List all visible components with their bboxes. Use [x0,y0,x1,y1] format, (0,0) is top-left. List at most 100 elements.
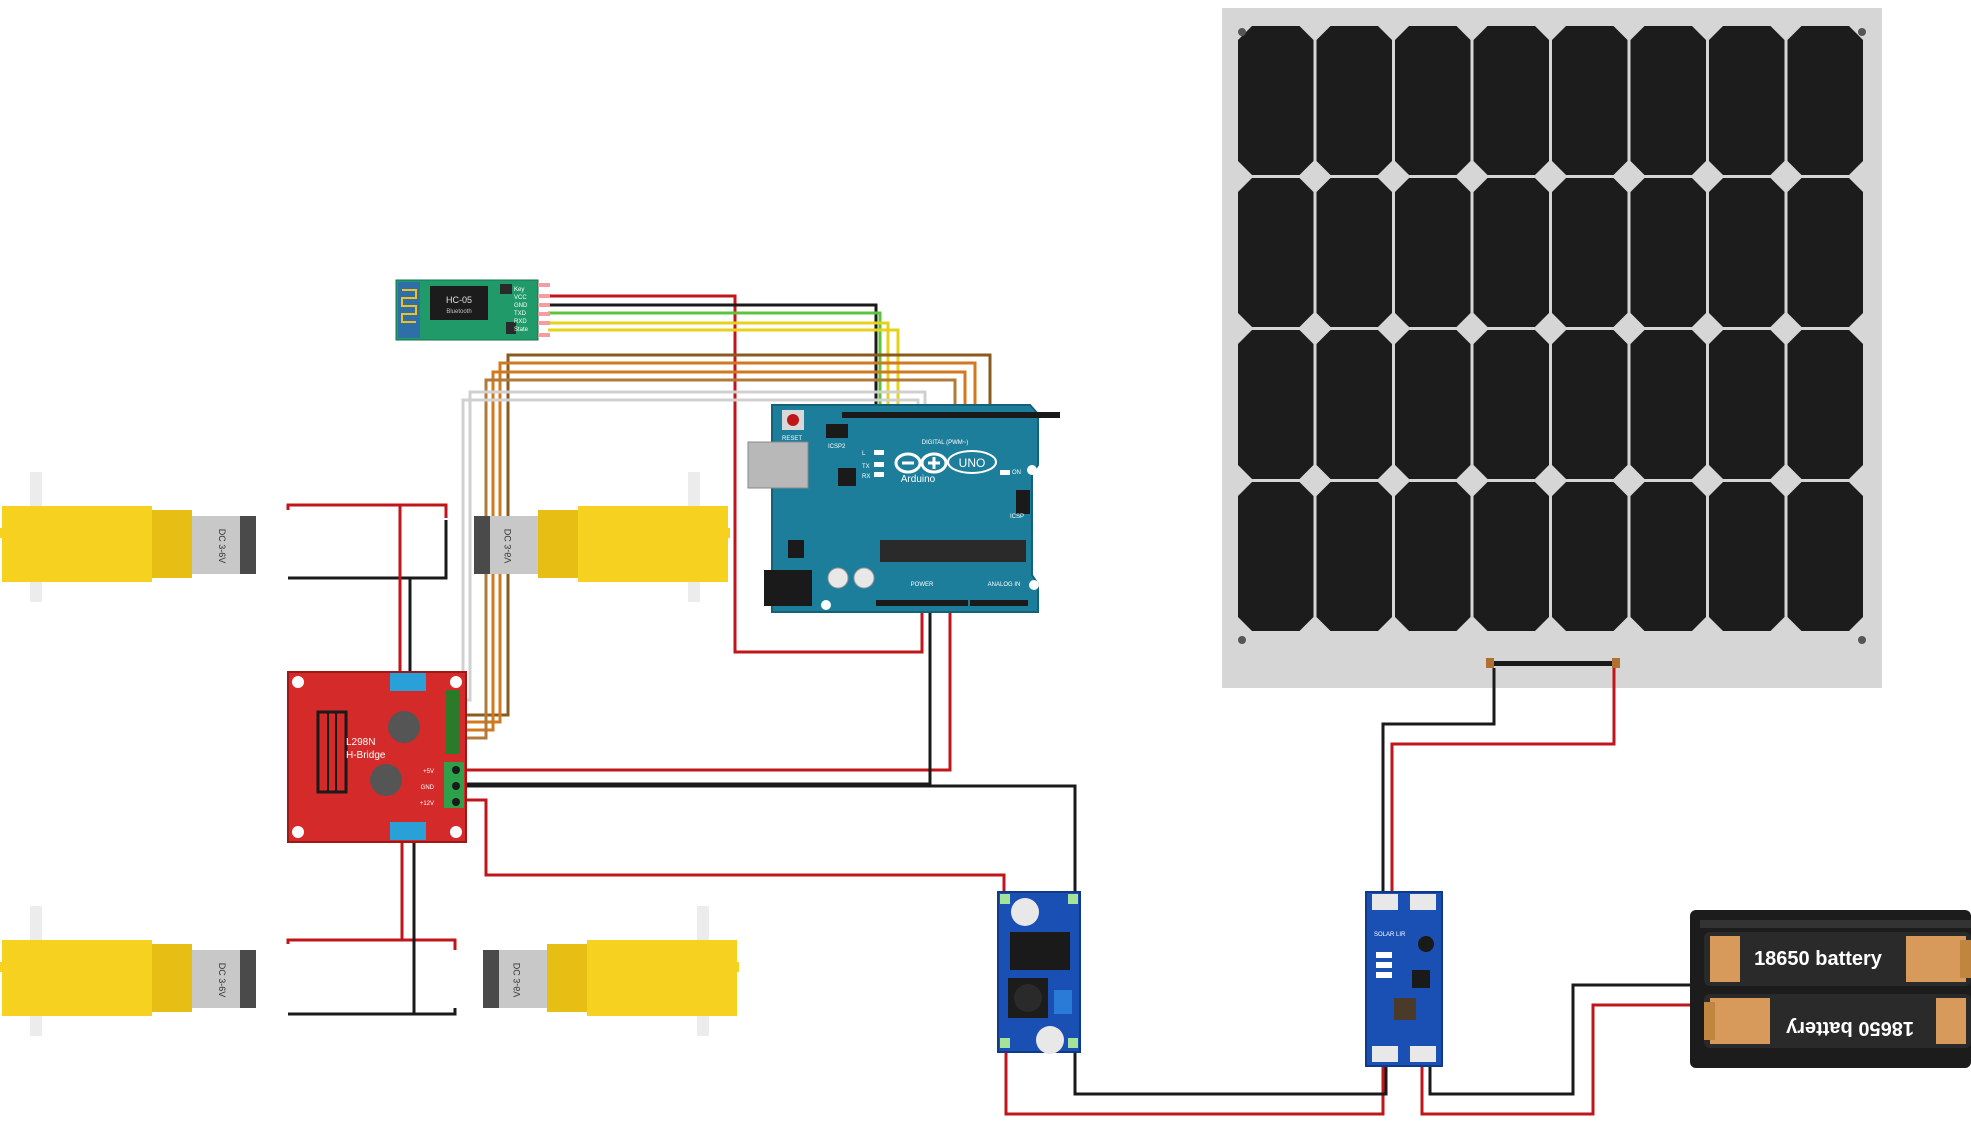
wire-motor-bl-red [286,938,457,950]
wire-5v [466,612,952,772]
motor-label: DC 3-6V [217,963,227,998]
wire-motor-tl-black [288,520,448,580]
battery-cell-1-label: 18650 battery [1754,948,1883,970]
solar-cell [1787,26,1863,175]
solar-cell [1473,482,1549,631]
buck-converter [997,891,1081,1054]
solar-cell [1709,26,1785,175]
solar-module-label: SOLAR LIR [1374,932,1406,938]
wire-in2 [466,361,977,724]
wire-12v [466,798,1006,898]
solar-cell [1473,330,1549,479]
solar-terminal-bar [1490,661,1614,666]
wire-solar-pos [1390,668,1616,892]
wire-in4 [466,378,957,740]
wire-hc05-txd [548,311,882,416]
solar-cell [1238,330,1314,479]
dc-motor-top-right: DC 3-6V [474,472,730,602]
hbridge-sub-label: H-Bridge [346,750,386,761]
reset-button[interactable] [787,414,799,426]
power-header [876,600,968,606]
solar-cell [1552,178,1628,327]
icsp-label: ICSP [1010,514,1024,520]
solar-cell [1709,482,1785,631]
solar-cell [1630,330,1706,479]
digital-header [842,412,1060,418]
hbridge-label: L298N [346,737,375,748]
capacitor-out [1036,1026,1064,1054]
solar-cell [1552,482,1628,631]
solar-cell-grid [1238,26,1863,631]
solar-cell [1238,26,1314,175]
icsp2-label: ICSP2 [828,444,846,450]
analog-label: ANALOG IN [988,582,1021,588]
battery-cell-2-label: 18650 battery [1785,1017,1914,1039]
digital-label: DIGITAL (PWM~) [922,440,969,446]
dc-motor-bottom-right: DC 3-6V [483,906,739,1036]
pin-label-state: State [514,327,529,333]
capacitor-in [1011,898,1039,926]
solar-cell [1395,178,1471,327]
solar-cell [1709,178,1785,327]
solar-cell [1787,482,1863,631]
atmega-chip [880,540,1026,562]
usb-port [747,441,809,489]
solar-cell [1787,330,1863,479]
solar-cell [1630,26,1706,175]
rx-label: RX [862,474,870,480]
motor-label: DC 3-6V [512,963,522,998]
wires [286,294,1690,1116]
battery-cell-2: 18650 battery [1704,994,1971,1048]
dc-motor-bottom-left: DC 3-6V [0,906,256,1036]
pin-label-12v: +12V [420,801,434,807]
regulator-chip [1010,932,1070,970]
solar-cell [1552,330,1628,479]
solar-cell [1787,178,1863,327]
pin-label-vcc: VCC [514,295,527,301]
antenna-icon [401,289,417,323]
solar-cell [1709,330,1785,479]
wire-motor-tl-red [286,503,448,518]
solar-cell [1316,178,1392,327]
solar-cell [1395,330,1471,479]
wire-hc05-rxd [548,321,890,416]
arduino-model: UNO [959,456,986,470]
motor-label: DC 3-6V [503,529,513,564]
solar-cell [1238,482,1314,631]
capacitor-1 [388,711,420,743]
arduino-logo-icon [894,452,948,474]
heatsink [316,710,348,794]
wire-in3 [466,370,967,732]
inductor [1394,998,1416,1020]
hc05-pin-labels: Key VCC GND TXD RXD State [514,287,529,333]
l298n-hbridge: L298N H-Bridge +5V GND +12V [287,671,467,843]
wire-solar-neg [1381,668,1496,892]
solar-cell [1552,26,1628,175]
hc05-module: HC-05 Bluetooth Key VCC GND TXD RXD Stat… [395,279,550,341]
power-label: POWER [911,582,934,588]
motors: DC 3-6V DC 3-6V DC 3-6V DC 3-6V [0,472,739,1036]
power-jack [764,570,812,606]
pin-label-gnd: GND [514,303,528,309]
wire-gnd-arduino [466,612,932,786]
capacitor-2 [370,764,402,796]
solar-cell [1395,482,1471,631]
solar-cell [1316,330,1392,479]
wire-hc05-rxd-2 [548,328,900,416]
wire-motor-bl-black [288,1008,457,1016]
pin-label-5v: +5V [423,769,434,775]
tx-label: TX [862,464,870,470]
dc-motor-top-left: DC 3-6V [0,472,256,602]
wire-bat-black [1428,983,1690,1096]
wire-buck-out-red [1004,1052,1385,1116]
pin-label-gnd: GND [421,785,435,791]
motor-terminal-top [390,673,426,691]
trim-pot[interactable] [1054,990,1072,1014]
solar-cell [1238,178,1314,327]
pin-label-key: Key [514,287,524,293]
solar-cell [1630,178,1706,327]
solar-cell [1630,482,1706,631]
battery-holder: 18650 battery 18650 battery [1690,910,1971,1068]
l-label: L [862,451,866,457]
solar-cell [1316,482,1392,631]
